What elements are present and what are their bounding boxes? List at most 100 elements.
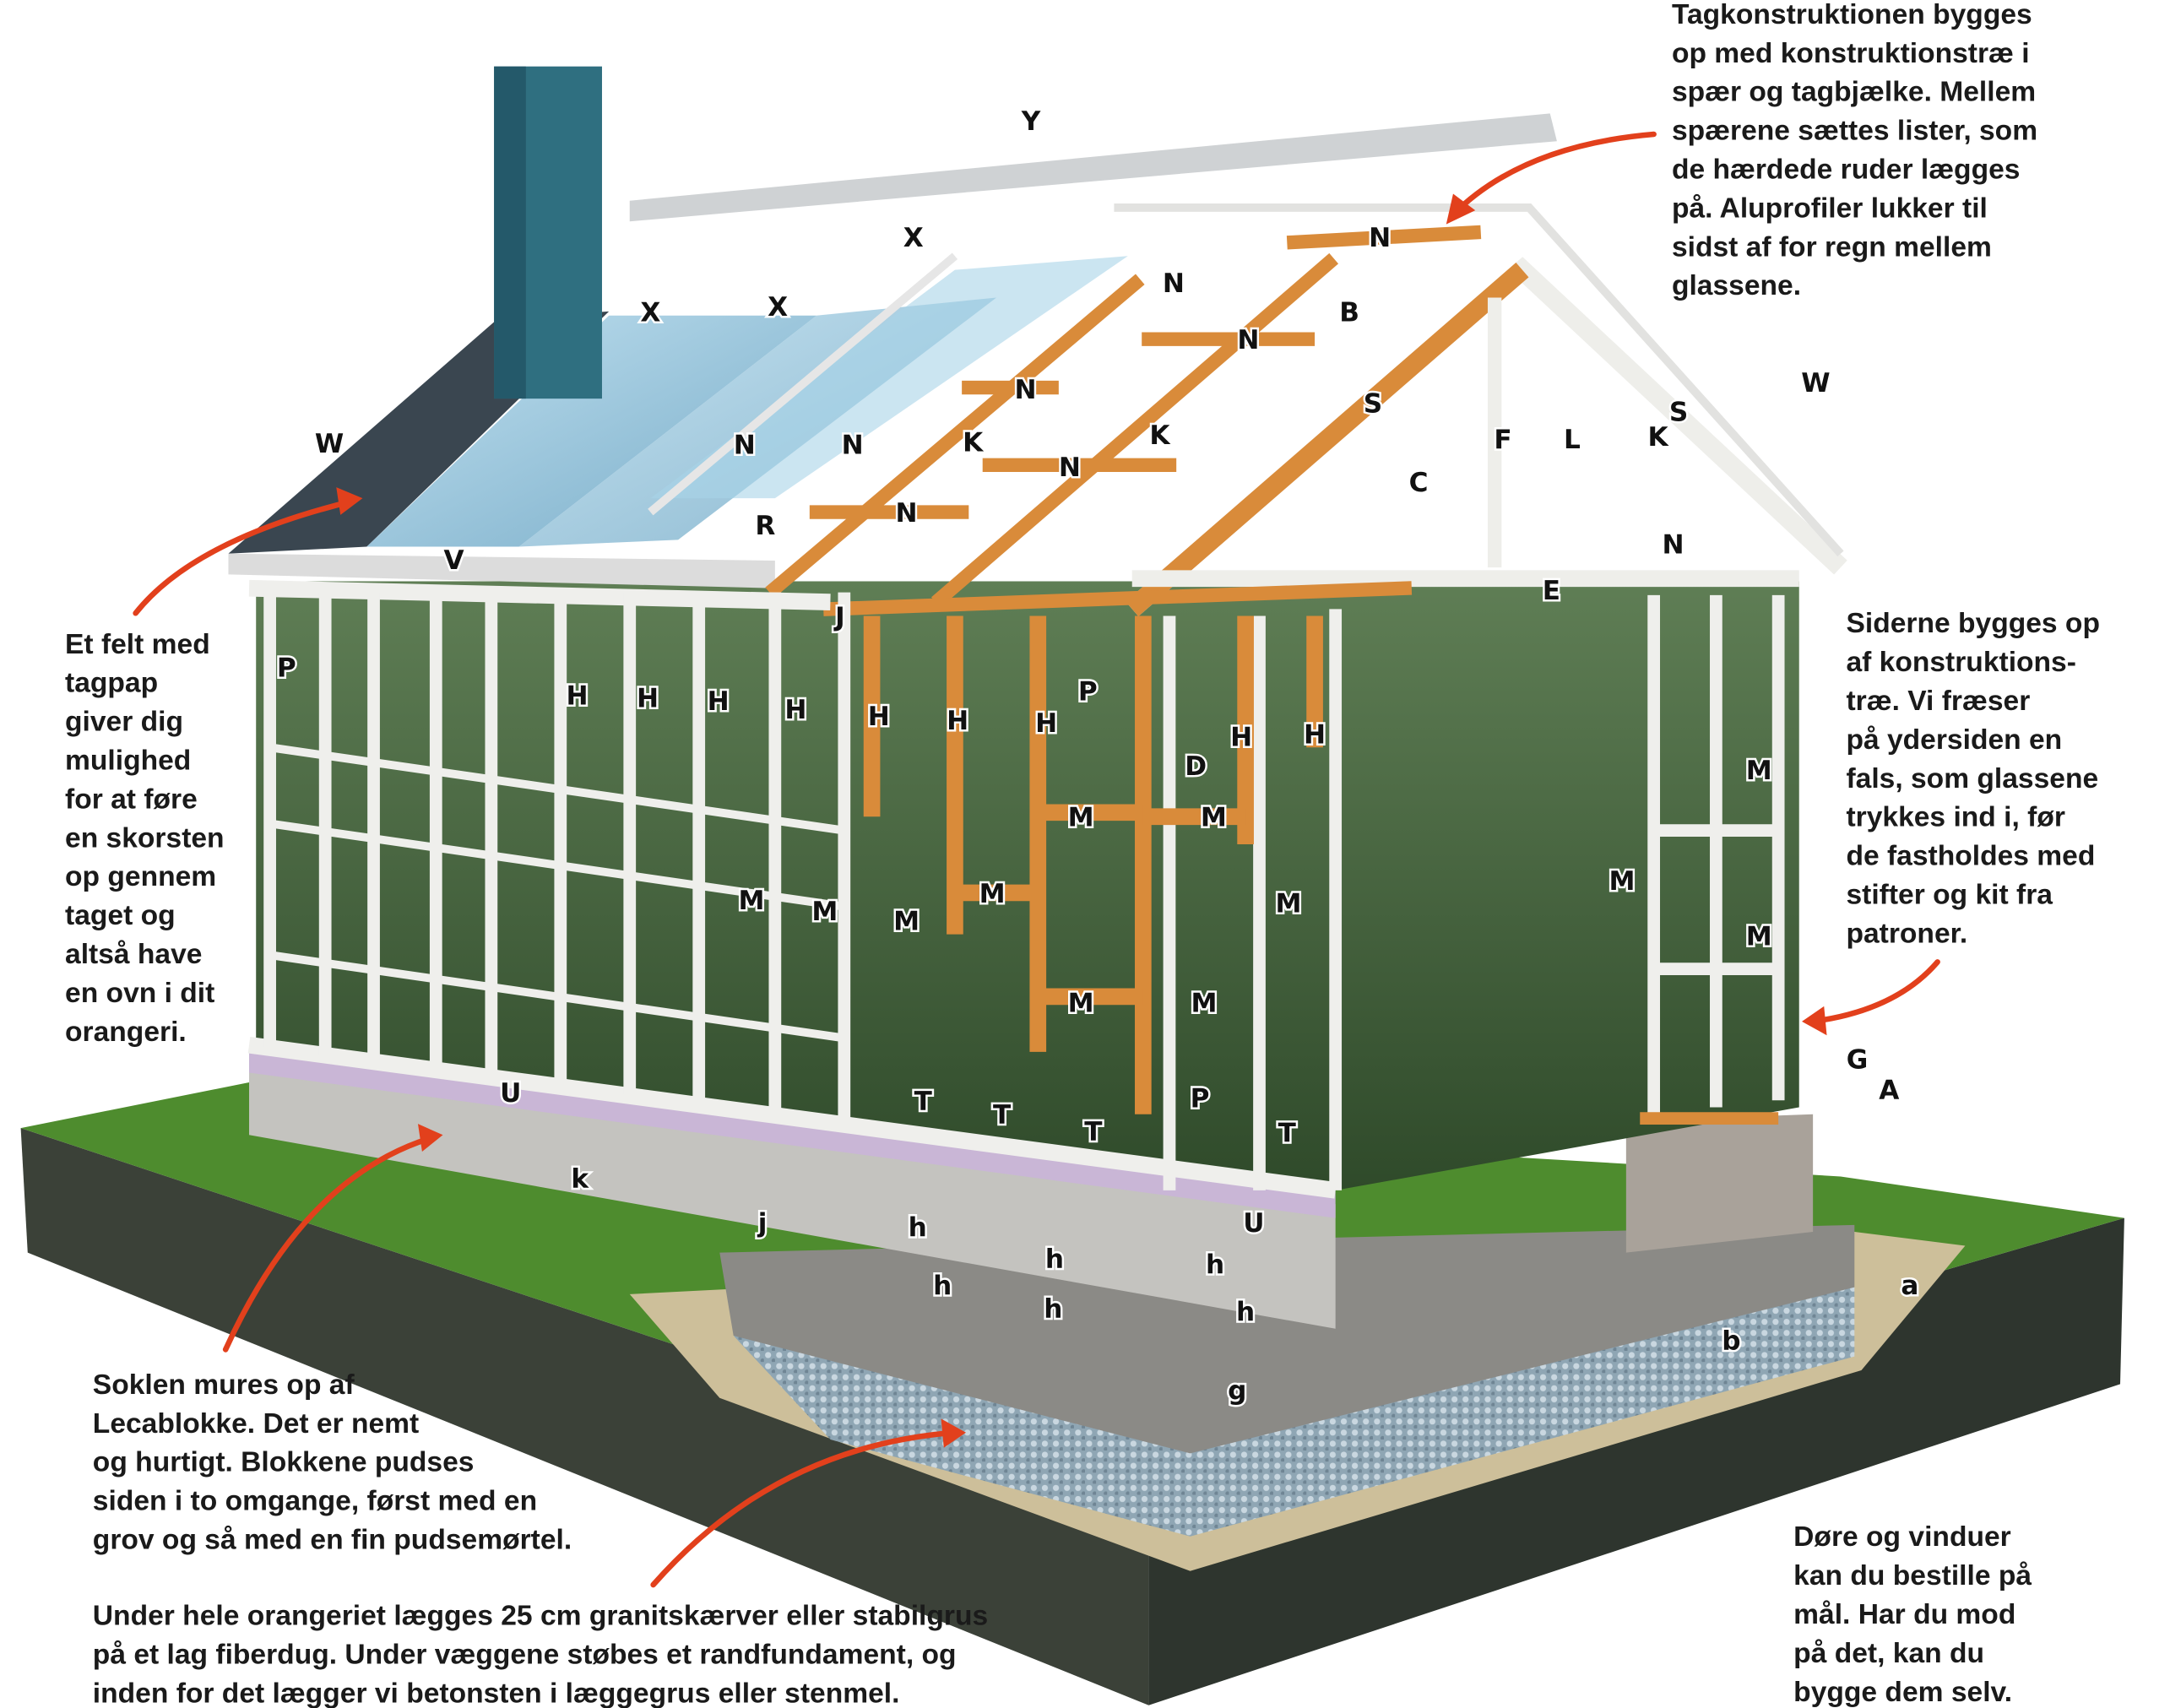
part-label-V: V	[444, 545, 464, 576]
caption-line: bygge dem selv.	[1793, 1677, 2012, 1708]
part-label-T: T	[993, 1100, 1012, 1131]
arrow-head-plinth	[417, 1124, 443, 1152]
roof-glass-1	[366, 315, 817, 547]
part-label-N: N	[1663, 530, 1684, 561]
arrow-head-roof	[1446, 193, 1476, 225]
part-label-M: M	[1068, 988, 1094, 1018]
part-label-H: H	[1035, 708, 1057, 739]
plinth-cap	[249, 1051, 1336, 1218]
caption-plinth: Soklen mures op af Lecablokke. Det er nem…	[93, 1369, 572, 1556]
part-label-a: a	[1901, 1271, 1918, 1301]
part-label-N: N	[896, 498, 918, 529]
part-label-H: H	[1230, 723, 1252, 753]
part-label-P: P	[1191, 1084, 1210, 1114]
part-label-W: W	[1801, 368, 1830, 399]
part-label-M: M	[1191, 988, 1217, 1018]
caption-line: Lecablokke. Det er nemt	[93, 1408, 419, 1440]
part-label-M: M	[811, 897, 838, 927]
side-wall-frames	[247, 579, 1337, 1199]
part-label-H: H	[868, 702, 890, 732]
caption-line: giver dig	[65, 707, 183, 738]
caption-line: orangeri.	[65, 1017, 187, 1048]
part-label-k: k	[571, 1164, 589, 1195]
caption-line: patroner.	[1846, 918, 1967, 949]
chimney	[494, 66, 602, 399]
caption-line: mulighed	[65, 745, 191, 776]
part-label-N: N	[1059, 453, 1081, 483]
part-label-N: N	[1014, 375, 1036, 405]
part-label-H: H	[566, 680, 588, 711]
part-label-M: M	[1609, 866, 1635, 897]
part-label-N: N	[1163, 268, 1185, 299]
frame-member	[269, 951, 845, 1043]
part-label-M: M	[893, 907, 920, 937]
caption-line: fals, som glassene	[1846, 763, 2098, 794]
caption-line: Soklen mures op af	[93, 1369, 355, 1401]
part-label-h: h	[909, 1212, 927, 1243]
end-wall-frames	[1329, 594, 1785, 1190]
arrow-chimney	[133, 498, 356, 616]
caption-line: og hurtigt. Blokkene pudses	[93, 1447, 475, 1478]
part-label-h: h	[933, 1271, 952, 1301]
caption-line: på ydersiden en	[1846, 724, 2062, 756]
part-label-D: D	[1185, 751, 1207, 782]
part-label-h: h	[1206, 1250, 1224, 1280]
part-label-N: N	[842, 431, 864, 461]
plinth-wall	[249, 1051, 1336, 1329]
part-label-g: g	[1228, 1375, 1246, 1406]
part-label-h: h	[1236, 1297, 1255, 1327]
caption-line: på. Aluprofiler lukker til	[1672, 192, 1988, 224]
part-label-U: U	[1243, 1208, 1264, 1239]
part-label-M: M	[1275, 888, 1301, 919]
part-label-h: h	[1044, 1294, 1062, 1325]
caption-line: taget og	[65, 900, 176, 931]
caption-line: træ. Vi fræser	[1846, 686, 2030, 717]
part-label-P: P	[1078, 677, 1098, 708]
caption-line: spær og tagbjælke. Mellem	[1672, 77, 2036, 108]
caption-line: kan du bestille på	[1793, 1560, 2032, 1591]
part-label-R: R	[755, 511, 775, 541]
part-label-S: S	[1669, 397, 1688, 427]
part-label-M: M	[1746, 756, 1772, 786]
part-label-K: K	[1647, 422, 1669, 453]
door-timber-frame	[863, 615, 1323, 1114]
part-label-N: N	[734, 431, 756, 461]
callout-arrows	[133, 131, 1940, 1588]
part-label-j: j	[757, 1208, 768, 1239]
caption-line: altså have	[65, 939, 202, 970]
part-label-C: C	[1409, 468, 1429, 498]
part-label-N: N	[1237, 325, 1259, 355]
caption-line: sidst af for regn mellem	[1672, 231, 1992, 263]
frame-member	[269, 743, 845, 835]
caption-line: de hærdede ruder lægges	[1672, 154, 2021, 185]
caption-foundation: Under hele orangeriet lægges 25 cm grani…	[93, 1601, 988, 1708]
part-label-M: M	[739, 886, 765, 916]
part-label-N: N	[1369, 223, 1391, 253]
part-label-F: F	[1494, 425, 1511, 455]
plinth-block-end	[1625, 1114, 1814, 1253]
part-label-K: K	[1149, 420, 1171, 451]
part-label-Y: Y	[1021, 106, 1041, 137]
caption-line: på det, kan du	[1793, 1638, 1984, 1669]
caption-line: Under hele orangeriet lægges 25 cm grani…	[93, 1601, 988, 1632]
part-label-M: M	[1746, 922, 1772, 952]
part-label-T: T	[914, 1087, 933, 1117]
arrow-foundation	[650, 1429, 958, 1588]
part-label-H: H	[784, 695, 806, 725]
caption-line: Tagkonstruktionen bygges	[1672, 0, 2032, 30]
eave-profile-v	[228, 553, 775, 588]
caption-line: Siderne bygges op	[1846, 608, 2100, 639]
part-label-T: T	[1084, 1117, 1103, 1147]
part-label-U: U	[500, 1078, 521, 1109]
frame-member	[269, 819, 845, 911]
roof-timbers	[765, 225, 1482, 616]
caption-line: Døre og vinduer	[1793, 1521, 2011, 1553]
concrete-footing	[719, 1224, 1855, 1454]
plinth	[249, 1051, 1814, 1329]
part-label-X: X	[768, 292, 788, 323]
